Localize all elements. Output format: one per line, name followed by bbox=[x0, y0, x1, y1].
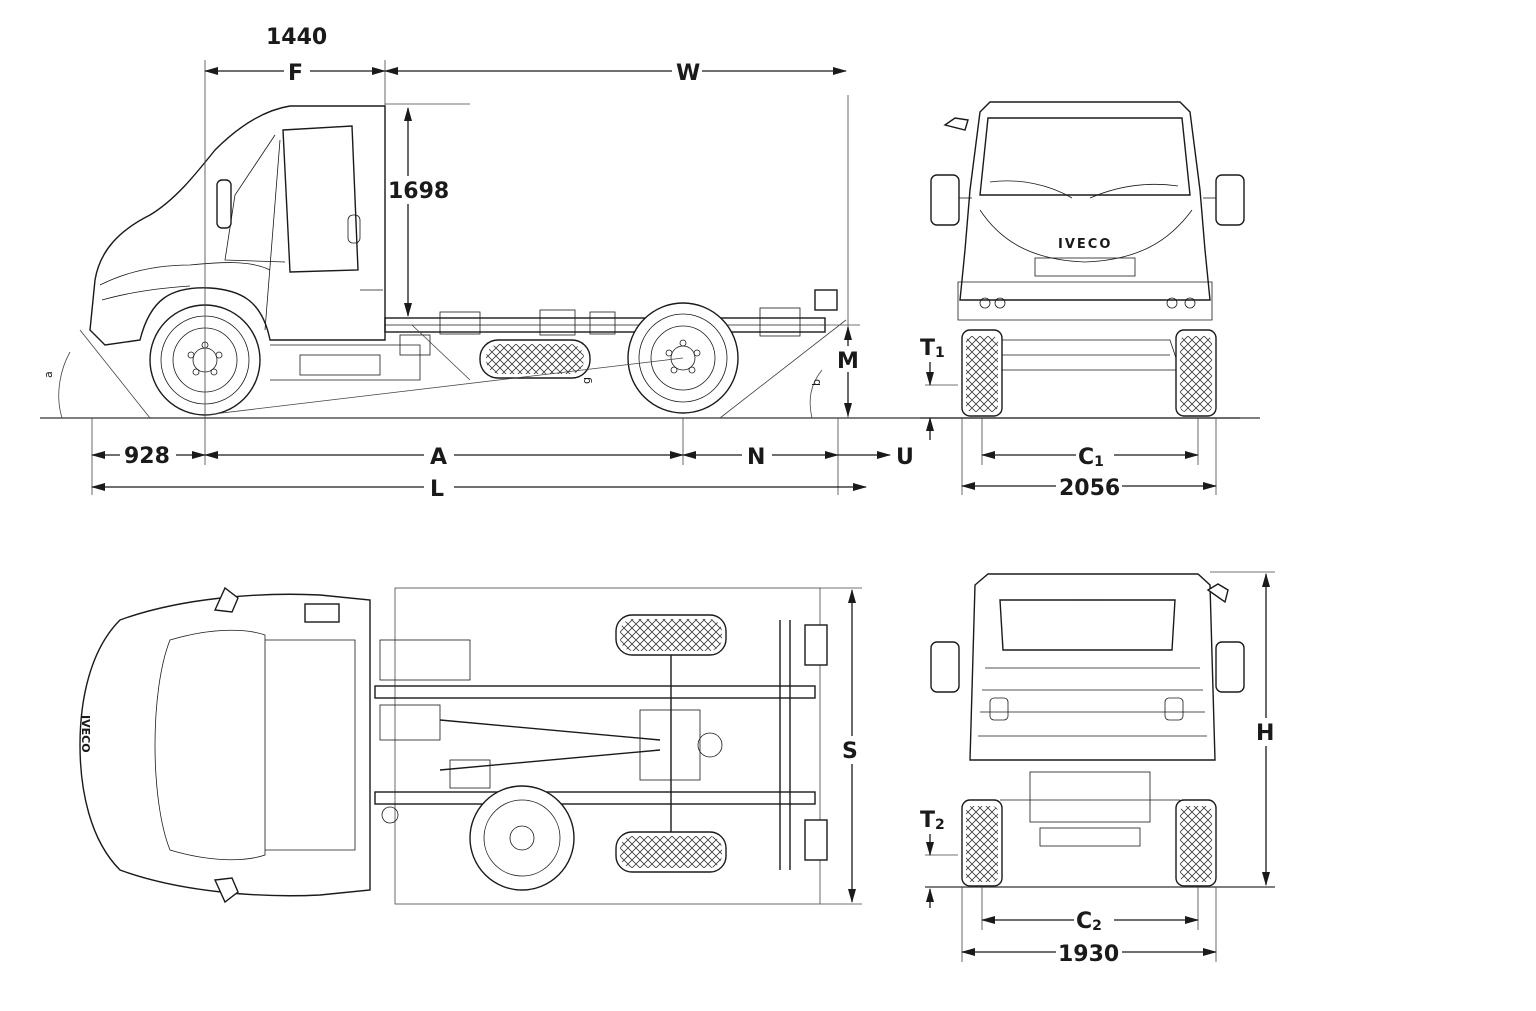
windscreen bbox=[979, 117, 1191, 196]
dim-N-label: N bbox=[747, 445, 765, 470]
top-right-mirror bbox=[213, 877, 239, 904]
rear-right-mirror bbox=[1215, 641, 1245, 693]
departure-angle-arc bbox=[809, 369, 823, 419]
dim-T2-label: T2 bbox=[920, 808, 945, 833]
approach-angle-arc bbox=[58, 351, 71, 419]
front-cab bbox=[959, 101, 1211, 301]
dim-W-label: W bbox=[676, 61, 700, 86]
top-body-envelope bbox=[394, 587, 821, 905]
top-mirror-arm bbox=[304, 603, 340, 623]
dim-L-label: L bbox=[430, 477, 444, 502]
top-rear-lamp-right bbox=[804, 819, 828, 861]
top-view: IVECO bbox=[79, 586, 864, 905]
top-cab bbox=[79, 593, 371, 897]
top-spare-wheel bbox=[469, 785, 575, 891]
rear-lamp bbox=[814, 289, 838, 311]
top-chassis bbox=[374, 620, 828, 870]
side-view: a b g 1440 F W 1698 928 A bbox=[40, 20, 1240, 502]
cab-length-label: 1440 bbox=[266, 25, 327, 50]
dim-U-label: U bbox=[896, 445, 914, 470]
rear-axle-housing bbox=[1029, 771, 1151, 823]
top-rear-wheel-left bbox=[615, 614, 727, 656]
dim-T1-label: T1 bbox=[920, 336, 945, 361]
dim-S-label: S bbox=[842, 739, 858, 764]
front-grille bbox=[1034, 257, 1136, 277]
angle-g-label: g bbox=[580, 377, 593, 384]
dim-C1-subscript: 1 bbox=[1094, 454, 1104, 470]
cab-height-label: 1698 bbox=[388, 179, 449, 204]
top-rear-lamp-left bbox=[804, 624, 828, 666]
side-cab bbox=[89, 105, 386, 346]
dim-C2-letter: C bbox=[1076, 909, 1092, 934]
door-handle bbox=[347, 214, 361, 244]
hood-logo: IVECO bbox=[79, 715, 92, 753]
dim-T2-letter: T bbox=[920, 808, 935, 833]
front-right-mirror bbox=[1215, 174, 1245, 226]
angle-b-label: b bbox=[810, 379, 823, 386]
top-rear-wheel-right bbox=[615, 831, 727, 873]
dim-T1-subscript: 1 bbox=[935, 345, 945, 361]
side-mirror bbox=[216, 179, 232, 229]
dim-C2-label: C2 bbox=[1076, 909, 1102, 934]
dim-M-label: M bbox=[837, 349, 859, 374]
top-left-mirror bbox=[213, 586, 239, 613]
front-view: IVECO C1 2056 T1 bbox=[917, 101, 1260, 501]
rear-window bbox=[999, 599, 1176, 651]
rear-view: H C2 1930 T2 bbox=[917, 571, 1279, 967]
grille-logo: IVECO bbox=[1058, 237, 1112, 252]
dim-A-label: A bbox=[430, 445, 447, 470]
dim-T1-letter: T bbox=[920, 336, 935, 361]
front-left-mirror bbox=[930, 174, 960, 226]
dim-F-label: F bbox=[288, 61, 303, 86]
dim-T2-subscript: 2 bbox=[935, 817, 945, 833]
dim-H-label: H bbox=[1256, 721, 1274, 746]
dim-C1-label: C1 bbox=[1078, 445, 1104, 470]
dim-C2-subscript: 2 bbox=[1092, 918, 1102, 934]
dim-C1-letter: C bbox=[1078, 445, 1094, 470]
angle-a-label: a bbox=[42, 371, 55, 378]
rear-track-width-label: 1930 bbox=[1058, 942, 1119, 967]
front-track-width-label: 2056 bbox=[1059, 476, 1120, 501]
side-window bbox=[282, 125, 359, 273]
front-overhang-label: 928 bbox=[124, 444, 170, 469]
rear-left-mirror bbox=[930, 641, 960, 693]
side-chassis bbox=[270, 289, 838, 381]
rear-cab bbox=[969, 573, 1216, 761]
